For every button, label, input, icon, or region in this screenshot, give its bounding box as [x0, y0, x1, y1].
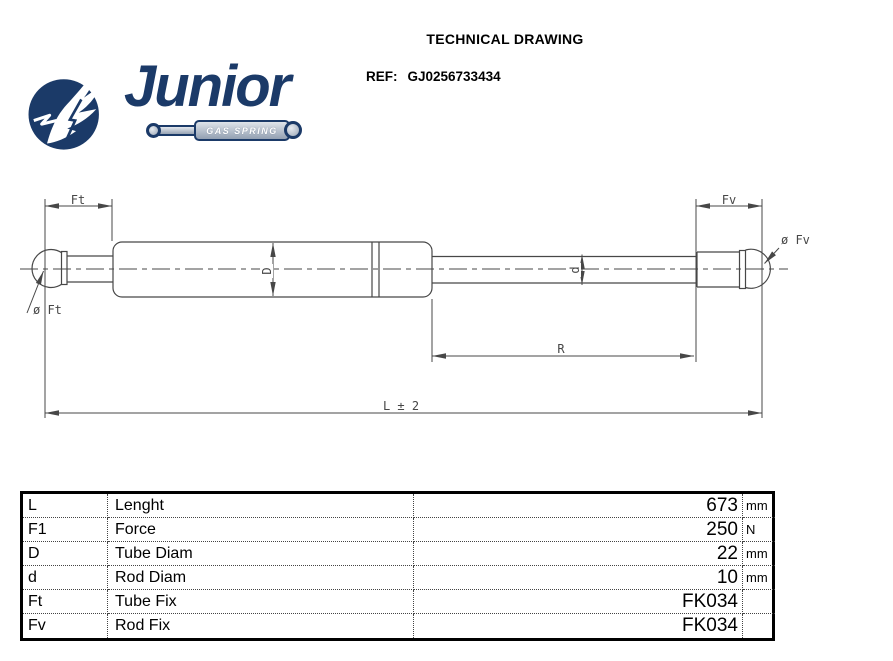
- brand-tagline: GAS SPRING: [206, 125, 278, 136]
- spec-cell-unit: mm: [743, 494, 775, 518]
- ft-diameter-label: ø Ft: [33, 303, 62, 317]
- rod-diam-label: d: [568, 266, 582, 273]
- brand-logo: Junior GAS SPRING: [25, 58, 315, 168]
- ref-label: REF:: [366, 69, 398, 84]
- fv-dimension-label: Fv: [722, 193, 736, 207]
- tube-diam-label: D: [260, 267, 274, 274]
- ref-value: GJ0256733434: [407, 69, 501, 84]
- spec-cell-symbol: Ft: [23, 590, 108, 614]
- right-ball-end: [745, 248, 771, 289]
- spec-cell-unit: [743, 614, 775, 638]
- left-neck: [67, 255, 113, 283]
- ft-dimension-label: Ft: [71, 193, 85, 207]
- tube-body: [112, 241, 433, 298]
- gas-spring-banner: GAS SPRING: [146, 119, 302, 143]
- left-ball-end: [31, 248, 63, 289]
- spec-cell-symbol: F1: [23, 518, 108, 542]
- fv-dia-leader: [764, 247, 780, 264]
- banner-body: GAS SPRING: [194, 120, 290, 141]
- spec-cell-label: Rod Diam: [108, 566, 414, 590]
- rod: [432, 255, 697, 284]
- spec-cell-symbol: L: [23, 494, 108, 518]
- gas-spring-drawing: Ft Fv R L ± 2 D d ø Ft ø Fv: [20, 193, 810, 418]
- spec-cell-value: 22: [414, 542, 743, 566]
- spec-cell-symbol: D: [23, 542, 108, 566]
- ft-dia-leader: [26, 270, 44, 314]
- spec-cell-symbol: Fv: [23, 614, 108, 638]
- fv-diameter-label: ø Fv: [781, 233, 810, 247]
- r-dimension-label: R: [557, 342, 565, 356]
- spec-cell-label: Tube Diam: [108, 542, 414, 566]
- spec-cell-unit: [743, 590, 775, 614]
- spec-cell-value: 673: [414, 494, 743, 518]
- spec-cell-value: FK034: [414, 590, 743, 614]
- banner-left-eyelet-icon: [146, 123, 161, 138]
- reference-line: REF: GJ0256733434: [366, 69, 501, 84]
- left-collar: [60, 250, 68, 286]
- spec-cell-label: Tube Fix: [108, 590, 414, 614]
- page-title: TECHNICAL DRAWING: [426, 31, 584, 47]
- spec-cell-label: Lenght: [108, 494, 414, 518]
- spec-cell-symbol: d: [23, 566, 108, 590]
- spec-cell-unit: mm: [743, 542, 775, 566]
- spec-cell-unit: N: [743, 518, 775, 542]
- spec-cell-value: 10: [414, 566, 743, 590]
- spec-cell-value: FK034: [414, 614, 743, 638]
- tube-ring: [371, 242, 380, 297]
- spec-cell-value: 250: [414, 518, 743, 542]
- brand-name: Junior: [124, 54, 291, 119]
- banner-right-eyelet-icon: [284, 121, 302, 139]
- spec-cell-label: Force: [108, 518, 414, 542]
- spec-cell-label: Rod Fix: [108, 614, 414, 638]
- spec-cell-unit: mm: [743, 566, 775, 590]
- l-dimension-label: L ± 2: [383, 399, 419, 413]
- right-neck: [696, 251, 740, 288]
- right-collar: [738, 249, 747, 290]
- eagle-wing-icon: [28, 67, 102, 150]
